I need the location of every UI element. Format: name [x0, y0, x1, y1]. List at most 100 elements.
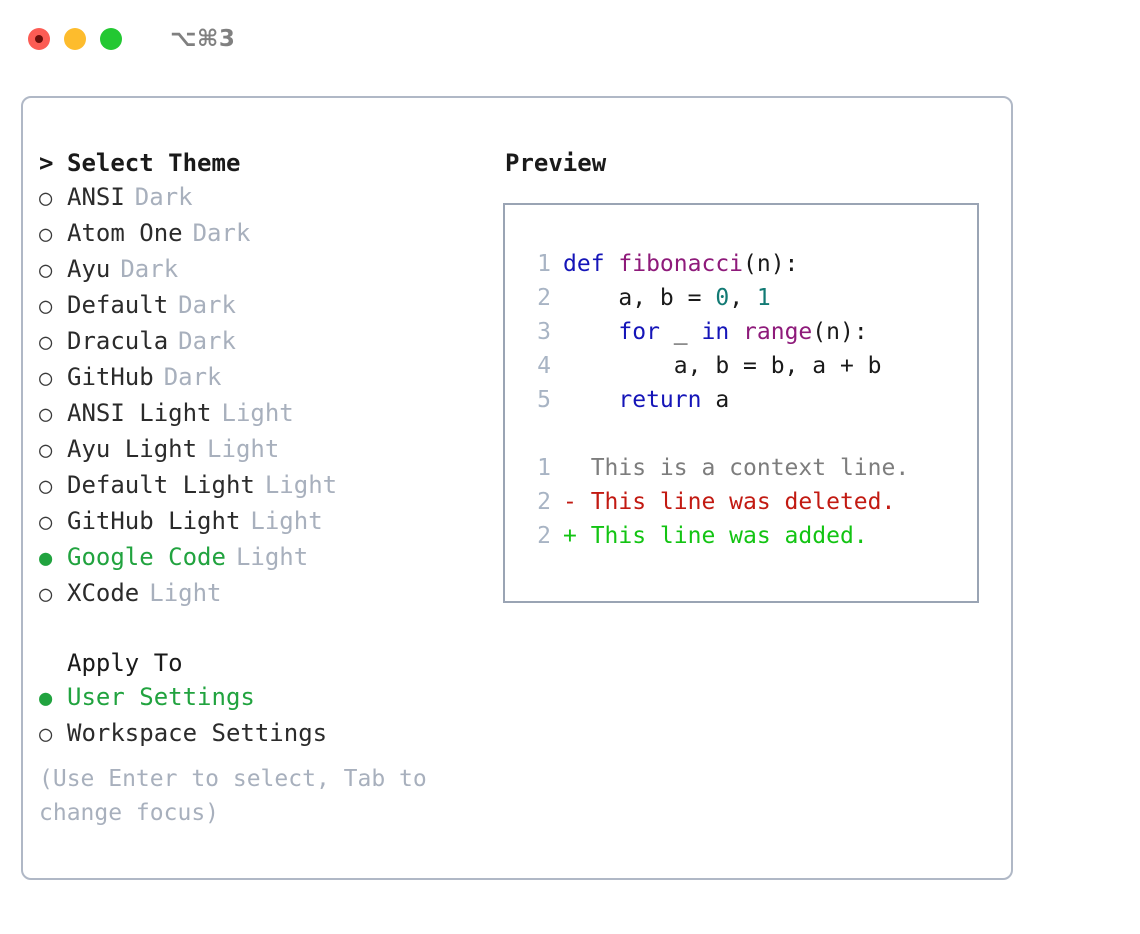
- code-line-number: 2: [537, 285, 551, 311]
- diff-line-text: This is a context line.: [563, 455, 910, 481]
- code-line: 4 a, b = b, a + b: [521, 349, 977, 383]
- theme-option-dracula[interactable]: ○ Dracula Dark: [39, 324, 499, 360]
- code-diff-spacer: [521, 417, 977, 451]
- theme-option-label: ANSI Light: [67, 399, 212, 427]
- radio-unselected-icon: ○: [39, 582, 53, 607]
- theme-option-variant: Light: [221, 399, 294, 427]
- select-theme-header: > Select Theme: [39, 146, 499, 180]
- code-token-num: 0: [715, 285, 730, 311]
- theme-option-label: XCode: [67, 579, 140, 607]
- theme-option-default[interactable]: ○ Default Dark: [39, 288, 499, 324]
- theme-option-label: Atom One: [67, 219, 183, 247]
- theme-option-variant: Dark: [178, 327, 236, 355]
- code-line-text: def fibonacci(n):: [563, 247, 798, 281]
- diff-line-del: 2- This line was deleted.: [521, 485, 977, 519]
- section-spacer: [39, 612, 499, 646]
- radio-unselected-icon: ○: [39, 222, 53, 247]
- apply-to-option-label: User Settings: [67, 683, 255, 711]
- title-bar: ⌥⌘3: [0, 0, 1140, 78]
- code-token-plain: a, b =: [563, 285, 716, 311]
- theme-option-variant: Light: [264, 471, 338, 499]
- code-line: 1 def fibonacci(n):: [521, 247, 977, 281]
- preview-title: Preview: [505, 149, 607, 177]
- diff-line-number: 2: [537, 523, 551, 549]
- radio-unselected-icon: ○: [39, 294, 53, 319]
- theme-option-default-light[interactable]: ○ Default Light Light: [39, 468, 499, 504]
- diff-line-text: + This line was added.: [563, 523, 868, 549]
- theme-option-variant: Light: [149, 579, 222, 607]
- code-line: 2 a, b = 0, 1: [521, 281, 977, 315]
- code-token-fn: fibonacci: [618, 251, 744, 277]
- apply-to-option-workspace-settings[interactable]: ○Workspace Settings: [39, 716, 499, 752]
- theme-option-ayu-light[interactable]: ○ Ayu Light Light: [39, 432, 499, 468]
- keyboard-hint-text: (Use Enter to select, Tab to change focu…: [39, 766, 441, 826]
- code-token-kw: in: [701, 319, 730, 345]
- code-token-num: 1: [756, 285, 771, 311]
- keyboard-shortcut-label: ⌥⌘3: [170, 26, 236, 52]
- radio-unselected-icon: ○: [39, 474, 53, 499]
- theme-option-label: Default: [67, 291, 169, 319]
- radio-selected-icon: ●: [39, 686, 53, 711]
- theme-option-variant: Dark: [120, 255, 179, 283]
- diff-line-add: 2 + This line was added.: [521, 519, 977, 553]
- code-token-plain: (n):: [743, 251, 799, 277]
- theme-option-ansi[interactable]: ○ ANSI Dark: [39, 180, 499, 216]
- diff-sample: 1 This is a context line.2- This line wa…: [521, 451, 977, 553]
- code-token-plain: ,: [729, 285, 757, 311]
- code-line-text: for _ in range(n):: [563, 315, 868, 349]
- radio-unselected-icon: ○: [39, 186, 53, 211]
- code-line-text: return a: [563, 383, 729, 417]
- theme-option-variant: Light: [235, 543, 309, 571]
- code-token-plain: [563, 319, 618, 345]
- theme-option-variant: Dark: [178, 291, 236, 319]
- close-button-icon[interactable]: [28, 28, 50, 50]
- radio-unselected-icon: ○: [39, 438, 53, 463]
- theme-option-label: Google Code: [67, 543, 226, 571]
- radio-unselected-icon: ○: [39, 722, 53, 747]
- code-line: 3 for _ in range(n):: [521, 315, 977, 349]
- apply-to-option-list: ● User Settings ○Workspace Settings: [39, 680, 499, 752]
- theme-option-label: Dracula: [67, 327, 169, 355]
- diff-line-number: 2: [537, 489, 551, 515]
- theme-option-atom-one[interactable]: ○ Atom One Dark: [39, 216, 499, 252]
- theme-option-variant: Light: [207, 435, 280, 463]
- radio-unselected-icon: ○: [39, 366, 53, 391]
- code-line-number: 1: [537, 251, 551, 277]
- code-line-text: a, b = b, a + b: [563, 349, 882, 383]
- diff-line-ctx: 1 This is a context line.: [521, 451, 977, 485]
- code-token-plain: a, b = b, a + b: [563, 353, 882, 379]
- apply-to-option-user-settings[interactable]: ● User Settings: [39, 680, 499, 716]
- theme-option-label: Default Light: [67, 471, 255, 499]
- minimize-button-icon[interactable]: [64, 28, 86, 50]
- traffic-light-group: [28, 28, 122, 50]
- theme-option-variant: Dark: [134, 183, 193, 211]
- theme-option-xcode[interactable]: ○ XCode Light: [39, 576, 499, 612]
- code-token-plain: (n):: [812, 319, 868, 345]
- code-line-number: 3: [537, 319, 551, 345]
- code-token-kw: def: [563, 251, 619, 277]
- theme-option-label: Ayu Light: [67, 435, 198, 463]
- radio-unselected-icon: ○: [39, 330, 53, 355]
- code-line: 5 return a: [521, 383, 977, 417]
- diff-line-number: 1: [537, 455, 551, 481]
- close-inner-dot: [35, 35, 43, 43]
- code-line-number: 4: [537, 353, 551, 379]
- code-line-number: 5: [537, 387, 551, 413]
- theme-option-variant: Dark: [192, 219, 251, 247]
- code-token-plain: [729, 319, 743, 345]
- apply-to-header: ○ Apply To: [39, 646, 499, 680]
- maximize-button-icon[interactable]: [100, 28, 122, 50]
- theme-option-label: ANSI: [67, 183, 125, 211]
